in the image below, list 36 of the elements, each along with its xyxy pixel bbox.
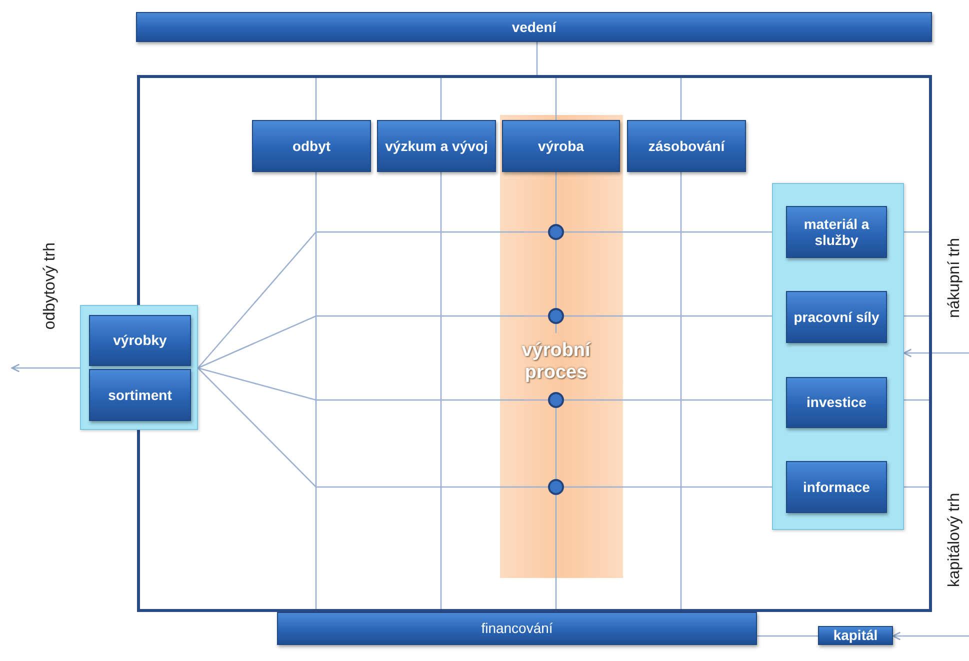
department-box: odbyt <box>252 120 371 172</box>
header-bar: vedení <box>136 12 932 42</box>
capital-box: kapitál <box>818 626 893 645</box>
footer-bar: financování <box>277 612 757 645</box>
connector-line <box>892 632 969 640</box>
connector-line <box>198 315 548 369</box>
resource-box: investice <box>786 377 887 428</box>
connector-line <box>903 348 969 358</box>
junction-dot <box>548 224 564 240</box>
process-label: výrobní proces <box>520 340 592 384</box>
department-box: výroba <box>502 120 620 172</box>
connector-line <box>198 368 548 488</box>
connector-line <box>564 399 772 401</box>
resource-box: informace <box>786 461 887 513</box>
connector-line <box>564 486 772 488</box>
department-box: výzkum a vývoj <box>377 120 496 172</box>
market-label: odbytový trh <box>41 242 60 330</box>
group-panel <box>80 305 198 430</box>
junction-dot <box>548 308 564 324</box>
product-box: výrobky <box>89 315 191 366</box>
connector-line <box>564 231 772 233</box>
junction-dot <box>548 392 564 408</box>
connector-line <box>564 315 772 317</box>
connector-line <box>536 42 538 75</box>
connector-line <box>198 367 548 401</box>
product-box: sortiment <box>89 369 191 421</box>
department-box: zásobování <box>627 120 746 172</box>
resource-box: materiál a služby <box>786 206 887 258</box>
junction-dot <box>548 479 564 495</box>
connector-line <box>757 635 818 637</box>
connector-line <box>198 231 548 368</box>
connector-line <box>11 364 80 372</box>
market-label: kapitálový trh <box>946 492 964 588</box>
market-label: nákupní trh <box>946 238 964 318</box>
resource-box: pracovní síly <box>786 291 887 343</box>
group-panel <box>772 183 904 530</box>
